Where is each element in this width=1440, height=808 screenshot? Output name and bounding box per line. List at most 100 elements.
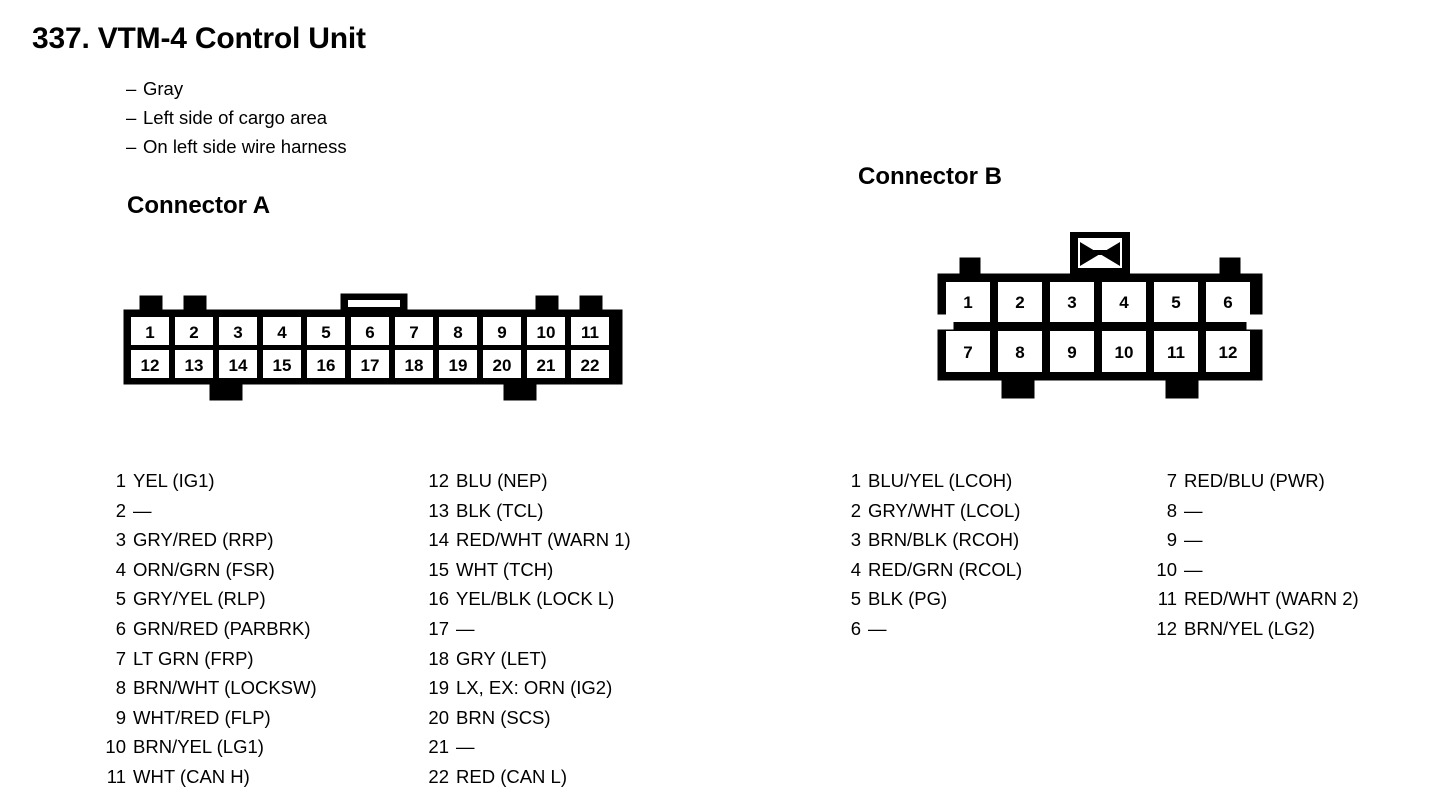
connector-a-heading: Connector A bbox=[127, 192, 271, 219]
pin-list-row: 20 BRN (SCS) bbox=[423, 703, 631, 733]
note-label: Gray bbox=[143, 78, 184, 99]
pin-list-row: 22 RED (CAN L) bbox=[423, 762, 631, 792]
pin-list-number: 7 bbox=[115, 647, 126, 669]
pin-list-row: 6 GRN/RED (PARBRK) bbox=[100, 614, 317, 644]
pin-list-description: LX, EX: ORN (IG2) bbox=[456, 677, 613, 699]
pin-list-description: RED/WHT (WARN 2) bbox=[1184, 588, 1359, 610]
pin-list-number: 20 bbox=[428, 706, 449, 728]
pin-list-number: 9 bbox=[1166, 529, 1177, 551]
connector-a-diagram: 1 2 3 4 5 6 7 8 9 10 11 12 13 14 15 16 1… bbox=[123, 293, 623, 401]
note-item: –Left side of cargo area bbox=[126, 103, 347, 132]
pin-list-description: GRY/RED (RRP) bbox=[133, 529, 274, 551]
pin-list-description: RED/BLU (PWR) bbox=[1184, 470, 1325, 491]
pin-list-row: 6— bbox=[835, 614, 1022, 644]
pin-list-number: 5 bbox=[850, 588, 861, 610]
pin-number: 11 bbox=[1167, 343, 1185, 362]
pin-number: 11 bbox=[581, 323, 599, 342]
connector-b-bottom-row bbox=[946, 331, 1250, 372]
pin-number: 12 bbox=[141, 356, 160, 375]
connector-b-top-pin-numbers: 1 2 3 4 5 6 bbox=[963, 293, 1232, 312]
pin-number: 13 bbox=[185, 356, 204, 375]
pin-list-description: RED/WHT (WARN 1) bbox=[456, 529, 631, 551]
connector-a-housing-outline bbox=[123, 293, 623, 401]
pin-list-description: GRY/YEL (RLP) bbox=[133, 588, 266, 610]
pin-list-number: 2 bbox=[115, 499, 126, 521]
pin-number: 14 bbox=[229, 356, 248, 375]
pin-list-number: 12 bbox=[1156, 617, 1177, 639]
pin-list-description: BRN (SCS) bbox=[456, 706, 551, 728]
pin-list-number: 21 bbox=[428, 736, 449, 758]
pin-list-row: 19 LX, EX: ORN (IG2) bbox=[423, 673, 631, 703]
pin-list-row: 5 BLK (PG) bbox=[835, 584, 1022, 614]
pin-list-row: 2 GRY/WHT (LCOL) bbox=[835, 496, 1022, 526]
connector-b-latch-cross-icon bbox=[1080, 242, 1120, 266]
pin-number: 19 bbox=[449, 356, 468, 375]
pin-list-number: 6 bbox=[115, 617, 126, 639]
pin-list-number: 18 bbox=[428, 647, 449, 669]
pin-list-number: 2 bbox=[850, 499, 861, 521]
pin-list-description: GRY (LET) bbox=[456, 647, 547, 669]
pin-list-description: YEL (IG1) bbox=[133, 470, 215, 491]
pin-list-number: 11 bbox=[106, 765, 126, 787]
connector-a-bottom-row bbox=[131, 350, 609, 378]
pin-list-description: GRY/WHT (LCOL) bbox=[868, 499, 1021, 521]
pin-number: 9 bbox=[1067, 343, 1076, 362]
pin-list-description: — bbox=[868, 617, 887, 639]
pin-number: 4 bbox=[1119, 293, 1129, 312]
pin-list-description: WHT (TCH) bbox=[456, 558, 554, 580]
pin-list-description: BRN/YEL (LG1) bbox=[133, 736, 264, 758]
pin-list-row: 11 WHT (CAN H) bbox=[100, 762, 317, 792]
pin-list-description: GRN/RED (PARBRK) bbox=[133, 617, 311, 639]
connector-b-top-row bbox=[946, 282, 1250, 322]
pin-list-number: 4 bbox=[850, 558, 861, 580]
connector-b-heading: Connector B bbox=[858, 163, 1002, 190]
connector-a-top-pin-numbers: 1 2 3 4 5 6 7 8 9 10 11 bbox=[145, 323, 599, 342]
pin-number: 15 bbox=[273, 356, 292, 375]
pin-list-number: 3 bbox=[850, 529, 861, 551]
pin-list-description: ORN/GRN (FSR) bbox=[133, 558, 275, 580]
pin-number: 2 bbox=[189, 323, 198, 342]
pin-list-row: 10— bbox=[1151, 555, 1359, 585]
pin-list-number: 16 bbox=[428, 588, 449, 610]
pin-number: 9 bbox=[497, 323, 506, 342]
pin-number: 10 bbox=[537, 323, 556, 342]
pin-list-number: 3 bbox=[115, 529, 126, 551]
pin-list-number: 22 bbox=[428, 765, 449, 787]
pin-list-description: BLK (PG) bbox=[868, 588, 948, 610]
pin-list-row: 17— bbox=[423, 614, 631, 644]
pin-number: 1 bbox=[145, 323, 154, 342]
pin-number: 20 bbox=[493, 356, 512, 375]
pin-number: 1 bbox=[963, 293, 972, 312]
pin-list-description: RED (CAN L) bbox=[456, 765, 568, 787]
pin-list-description: WHT (CAN H) bbox=[133, 765, 250, 787]
note-dash: – bbox=[126, 107, 137, 128]
pin-list-description: BRN/BLK (RCOH) bbox=[868, 529, 1020, 551]
pin-list-number: 4 bbox=[115, 558, 126, 580]
pin-number: 5 bbox=[1171, 293, 1180, 312]
connector-b-diagram: 1 2 3 4 5 6 7 8 9 10 11 12 bbox=[937, 232, 1263, 399]
pin-list-number: 6 bbox=[850, 617, 861, 639]
pin-number: 8 bbox=[453, 323, 462, 342]
pin-list-row: 7 RED/BLU (PWR) bbox=[1151, 466, 1359, 496]
pin-list-row: 18 GRY (LET) bbox=[423, 644, 631, 674]
pin-number: 16 bbox=[317, 356, 336, 375]
pin-list-row: 9— bbox=[1151, 525, 1359, 555]
pin-list-number: 19 bbox=[428, 677, 449, 699]
pin-list-number: 9 bbox=[115, 706, 126, 728]
pin-list-number: 7 bbox=[1166, 470, 1177, 491]
pin-list-description: — bbox=[456, 617, 475, 639]
pin-list-row: 3 GRY/RED (RRP) bbox=[100, 525, 317, 555]
pin-list-row: 2— bbox=[100, 496, 317, 526]
